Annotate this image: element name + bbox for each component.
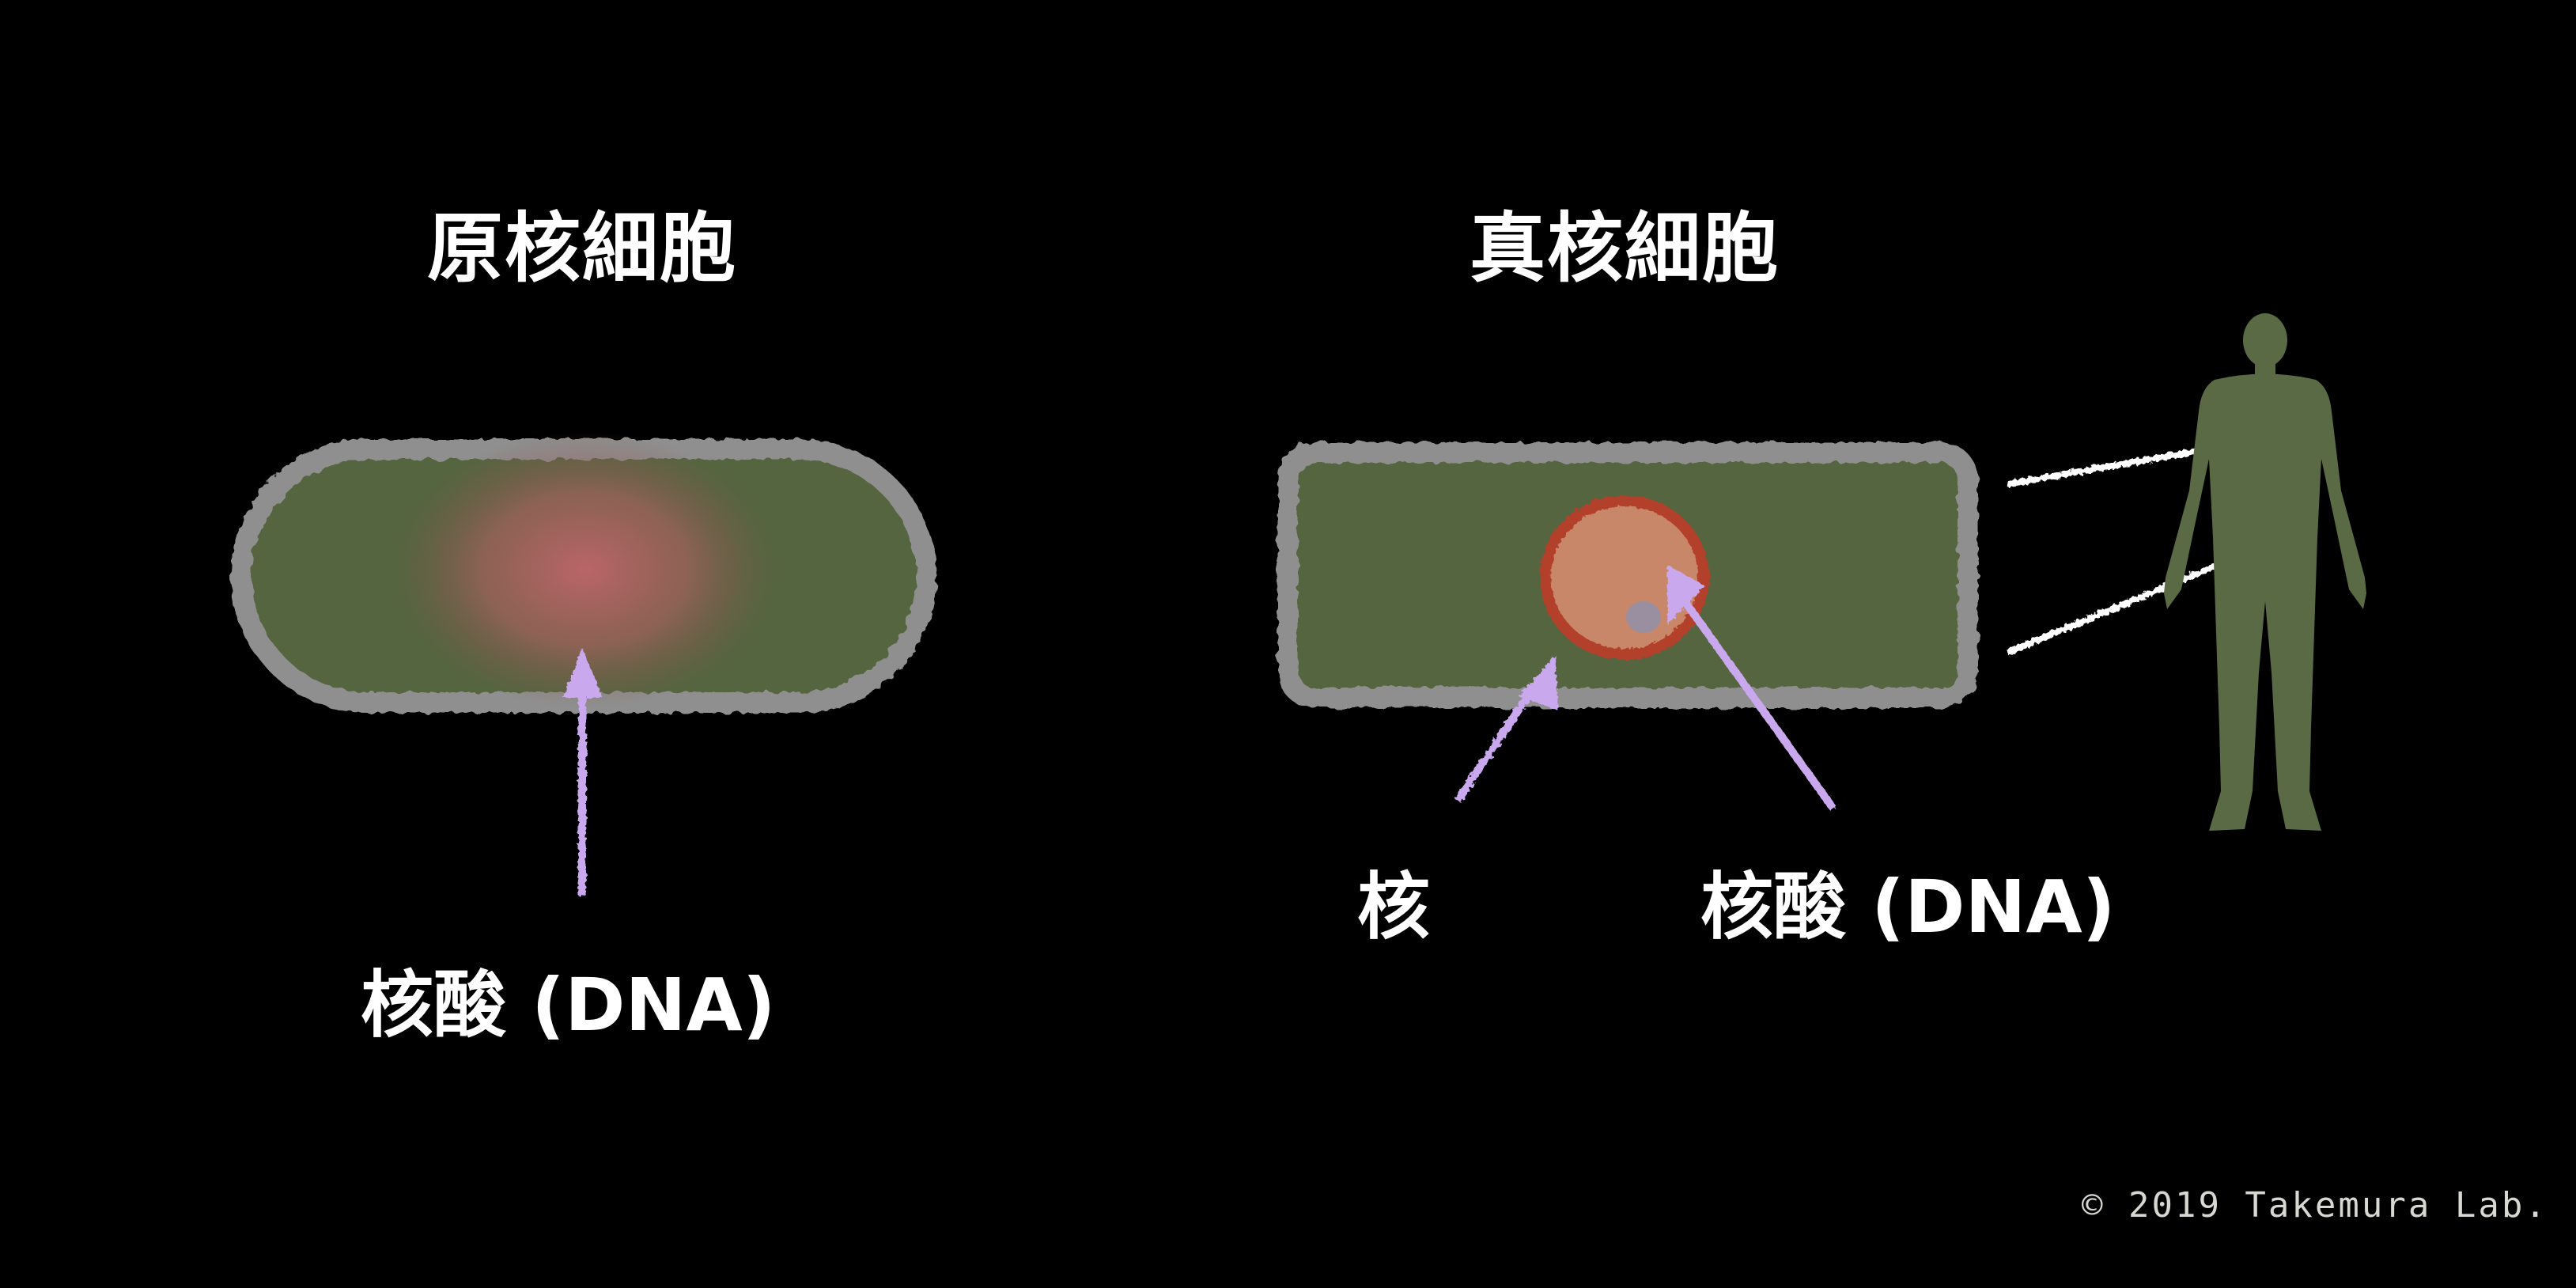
nucleus (1540, 495, 1709, 660)
eukaryote-dna-label: 核酸 (DNA) (1700, 865, 2116, 949)
prokaryote-title: 原核細胞 (427, 204, 737, 293)
eukaryote-dna-arrow (1667, 565, 1837, 811)
prokaryotic-cell (231, 431, 936, 713)
prokaryote-dna-arrow (563, 647, 603, 896)
prokaryote-dna-label: 核酸 (DNA) (361, 963, 776, 1047)
copyright-credit: © 2019 Takemura Lab. (2082, 1185, 2548, 1225)
human-silhouette (2164, 313, 2366, 831)
eukaryotic-cell (1277, 442, 1978, 708)
eukaryote-title: 真核細胞 (1470, 204, 1780, 293)
nucleus-label: 核 (1357, 865, 1431, 949)
prokaryote-dna-region (395, 431, 775, 708)
nucleolus (1626, 601, 1661, 633)
nucleus-arrow (1454, 655, 1558, 803)
